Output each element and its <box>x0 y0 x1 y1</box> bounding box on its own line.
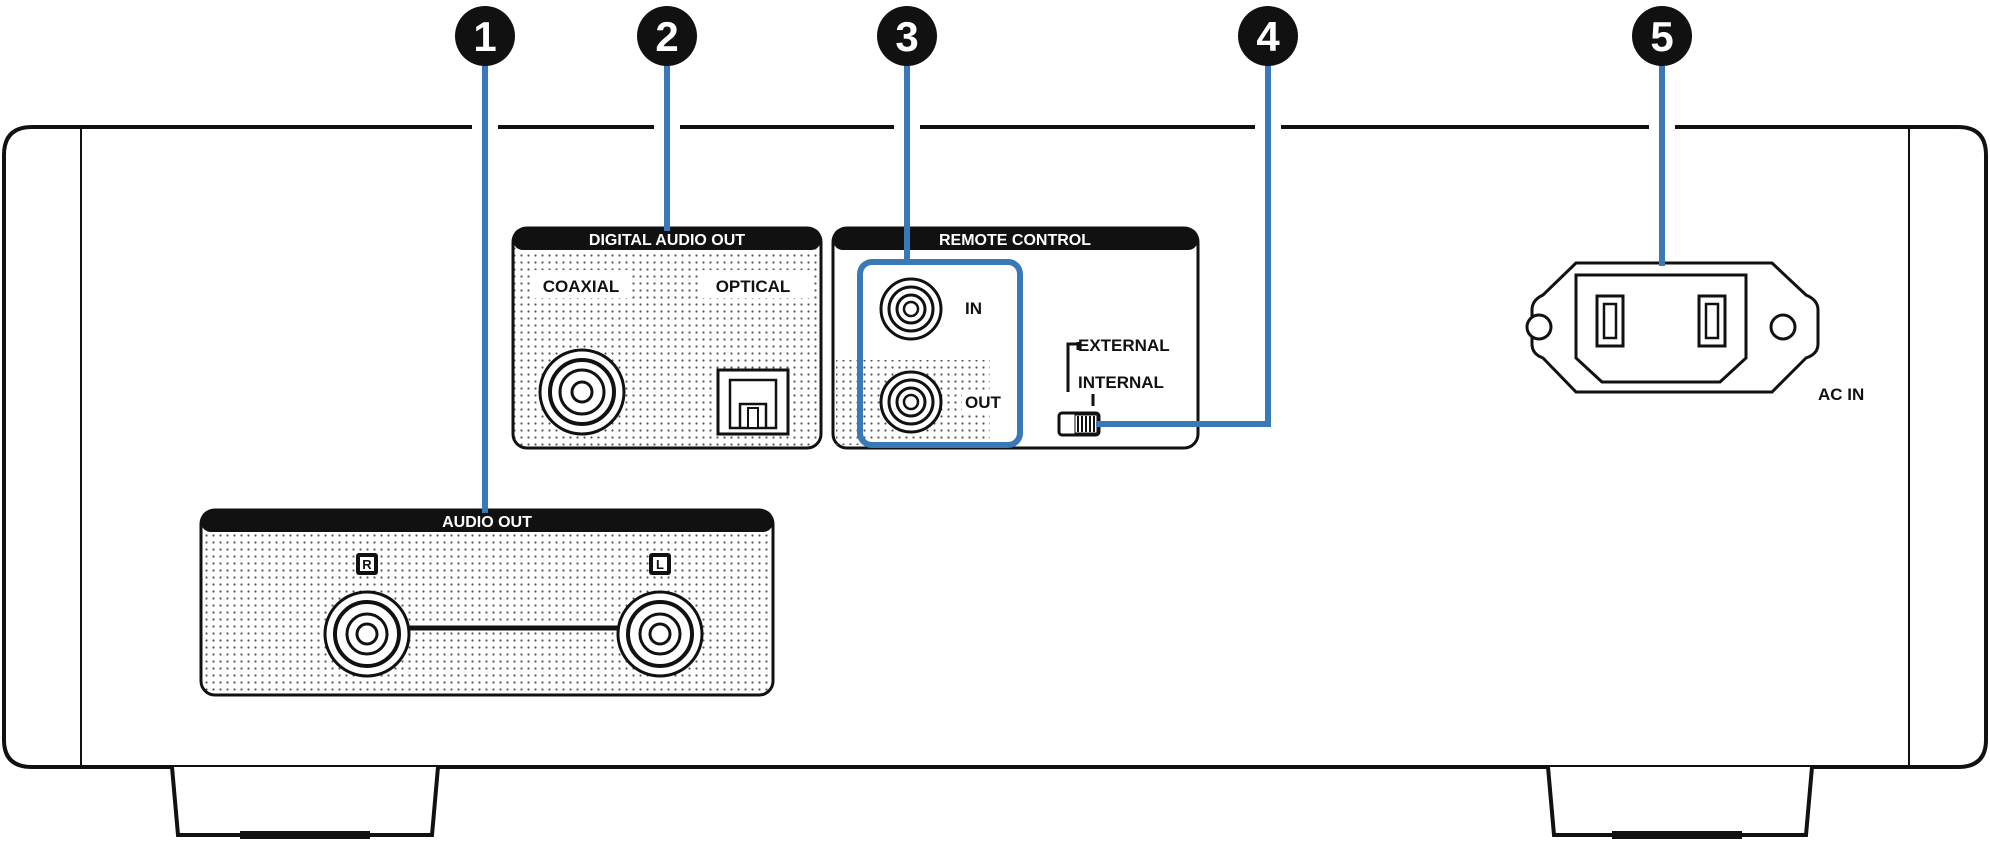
audio-out-right-jack <box>323 590 411 678</box>
right-end-cap <box>1910 125 1988 769</box>
right-channel-label: R <box>362 557 372 572</box>
callout-badge-1: 1 <box>455 6 515 66</box>
left-end-cap <box>2 125 80 769</box>
audio-out-panel: AUDIO OUT R L <box>199 508 775 697</box>
remote-out-label: OUT <box>965 393 1002 412</box>
switch-external-label: EXTERNAL <box>1078 336 1170 355</box>
callout-badge-2: 2 <box>637 6 697 66</box>
coaxial-jack <box>538 348 626 436</box>
audio-out-left-jack <box>616 590 704 678</box>
callout-badge-5: 5 <box>1632 6 1692 66</box>
remote-control-title: REMOTE CONTROL <box>939 232 1091 249</box>
remote-jacks-highlight <box>857 259 1023 448</box>
callout-number-3: 3 <box>895 13 918 60</box>
optical-jack <box>716 368 790 436</box>
callout-badge-3: 3 <box>877 6 937 66</box>
callout-number-2: 2 <box>655 13 678 60</box>
remote-out-jack <box>879 370 943 434</box>
ac-inlet <box>1525 261 1820 394</box>
callout-lines <box>482 57 1665 513</box>
external-internal-switch <box>1057 411 1101 437</box>
callout-number-4: 4 <box>1256 13 1280 60</box>
left-channel-label: L <box>656 557 664 572</box>
remote-in-label: IN <box>965 299 982 318</box>
coaxial-label: COAXIAL <box>543 277 620 296</box>
callout-number-1: 1 <box>473 13 496 60</box>
digital-audio-out-title: DIGITAL AUDIO OUT <box>589 232 745 249</box>
left-foot <box>170 766 440 837</box>
ac-in-label: AC IN <box>1818 385 1864 404</box>
callout-number-5: 5 <box>1650 13 1673 60</box>
remote-in-jack <box>879 277 943 341</box>
callout-badge-4: 4 <box>1238 6 1298 66</box>
remote-control-panel: REMOTE CONTROL IN OUT EXTERNAL INTERNAL <box>831 226 1200 450</box>
audio-out-title: AUDIO OUT <box>442 514 532 531</box>
switch-internal-label: INTERNAL <box>1078 373 1164 392</box>
right-foot <box>1546 766 1814 837</box>
optical-label: OPTICAL <box>716 277 791 296</box>
digital-audio-out-panel: DIGITAL AUDIO OUT COAXIAL OPTICAL <box>511 226 823 450</box>
